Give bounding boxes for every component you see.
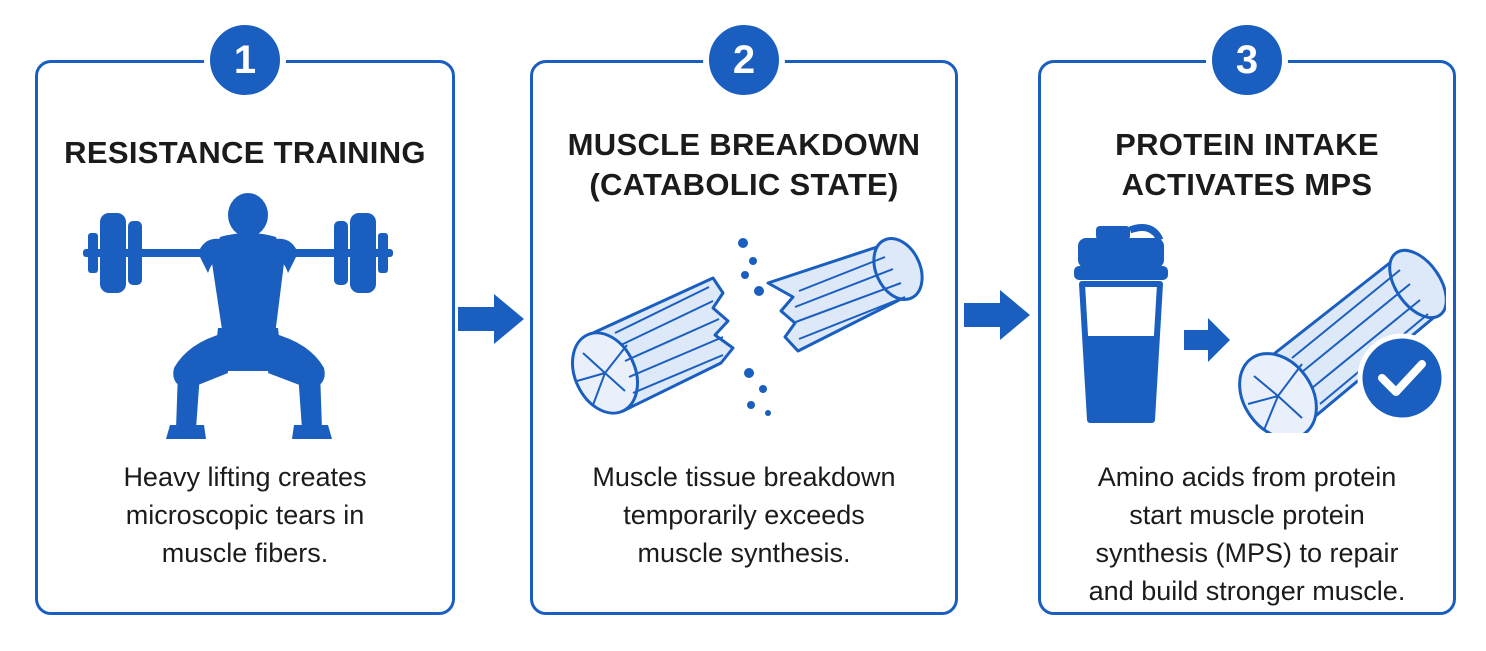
step-description-line: Amino acids from protein	[1097, 462, 1397, 492]
step-number-badge: 3	[1206, 19, 1288, 101]
step-description: Heavy lifting creates microscopic tears …	[56, 458, 434, 572]
protein-shaker-icon	[1074, 224, 1168, 423]
step-number-badge: 1	[204, 19, 286, 101]
step-card-muscle-breakdown: 2 MUSCLE BREAKDOWN (CATABOLIC STATE)	[530, 19, 958, 615]
step-description-line: synthesis (MPS) to repair	[1095, 538, 1399, 568]
step-title-line: ACTIVATES MPS	[1121, 167, 1373, 202]
flow-arrow-right-icon	[458, 294, 524, 344]
protein-shaker-to-repaired-muscle-icon	[1074, 224, 1446, 433]
step-title-line: MUSCLE BREAKDOWN	[567, 127, 921, 162]
weightlifter-squat-icon	[83, 193, 393, 439]
step-description-line: microscopic tears in	[125, 500, 365, 530]
step-number-badge: 2	[703, 19, 785, 101]
step-description-line: temporarily exceeds	[623, 500, 865, 530]
step-description-line: and build stronger muscle.	[1088, 576, 1406, 606]
step-description-line: muscle fibers.	[161, 538, 329, 568]
step-card-resistance-training: 1 RESISTANCE TRAINING	[35, 19, 455, 615]
step-title: PROTEIN INTAKE ACTIVATES MPS	[1051, 125, 1443, 205]
repaired-muscle-fiber-icon	[1238, 248, 1446, 433]
step-title-line: RESISTANCE TRAINING	[64, 135, 426, 170]
step-title: RESISTANCE TRAINING	[48, 133, 442, 173]
step-description-line: start muscle protein	[1129, 500, 1365, 530]
step-title-line: PROTEIN INTAKE	[1115, 127, 1379, 162]
step-title: MUSCLE BREAKDOWN (CATABOLIC STATE)	[543, 125, 945, 205]
check-badge-icon	[1357, 333, 1446, 423]
step-title-line: (CATABOLIC STATE)	[589, 167, 899, 202]
broken-muscle-fiber-icon	[571, 237, 924, 416]
step-card-protein-intake: 3 PROTEIN INTAKE ACTIVATES MPS	[1038, 19, 1456, 615]
step-description-line: Muscle tissue breakdown	[592, 462, 896, 492]
step-description: Muscle tissue breakdown temporarily exce…	[551, 458, 937, 572]
step-description: Amino acids from protein start muscle pr…	[1059, 458, 1435, 610]
flow-arrow-right-icon	[964, 290, 1030, 340]
step-description-line: muscle synthesis.	[637, 538, 851, 568]
step-description-line: Heavy lifting creates	[123, 462, 367, 492]
